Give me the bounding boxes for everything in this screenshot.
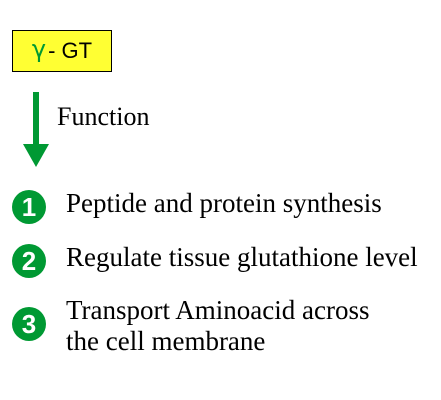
- down-arrow-icon: [23, 92, 49, 167]
- number-badge: 1: [12, 190, 46, 224]
- item-text-line: Peptide and protein synthesis: [66, 188, 382, 218]
- function-label: Function: [57, 102, 150, 131]
- list-item: 2 Regulate tissue glutathione level: [12, 242, 418, 278]
- item-text: Transport Aminoacid across the cell memb…: [66, 295, 369, 357]
- item-text-line: the cell membrane: [66, 326, 266, 356]
- list-item: 1 Peptide and protein synthesis: [12, 188, 382, 224]
- title-box: γ - GT: [12, 30, 112, 72]
- gamma-symbol: γ: [31, 35, 47, 63]
- item-text-line: Regulate tissue glutathione level: [66, 242, 418, 272]
- number-badge: 3: [12, 307, 46, 341]
- title-text: - GT: [48, 38, 93, 63]
- item-text: Peptide and protein synthesis: [66, 188, 382, 219]
- list-item: 3 Transport Aminoacid across the cell me…: [12, 295, 369, 357]
- item-text-line: Transport Aminoacid across: [66, 295, 370, 325]
- item-text: Regulate tissue glutathione level: [66, 242, 418, 273]
- number-badge: 2: [12, 244, 46, 278]
